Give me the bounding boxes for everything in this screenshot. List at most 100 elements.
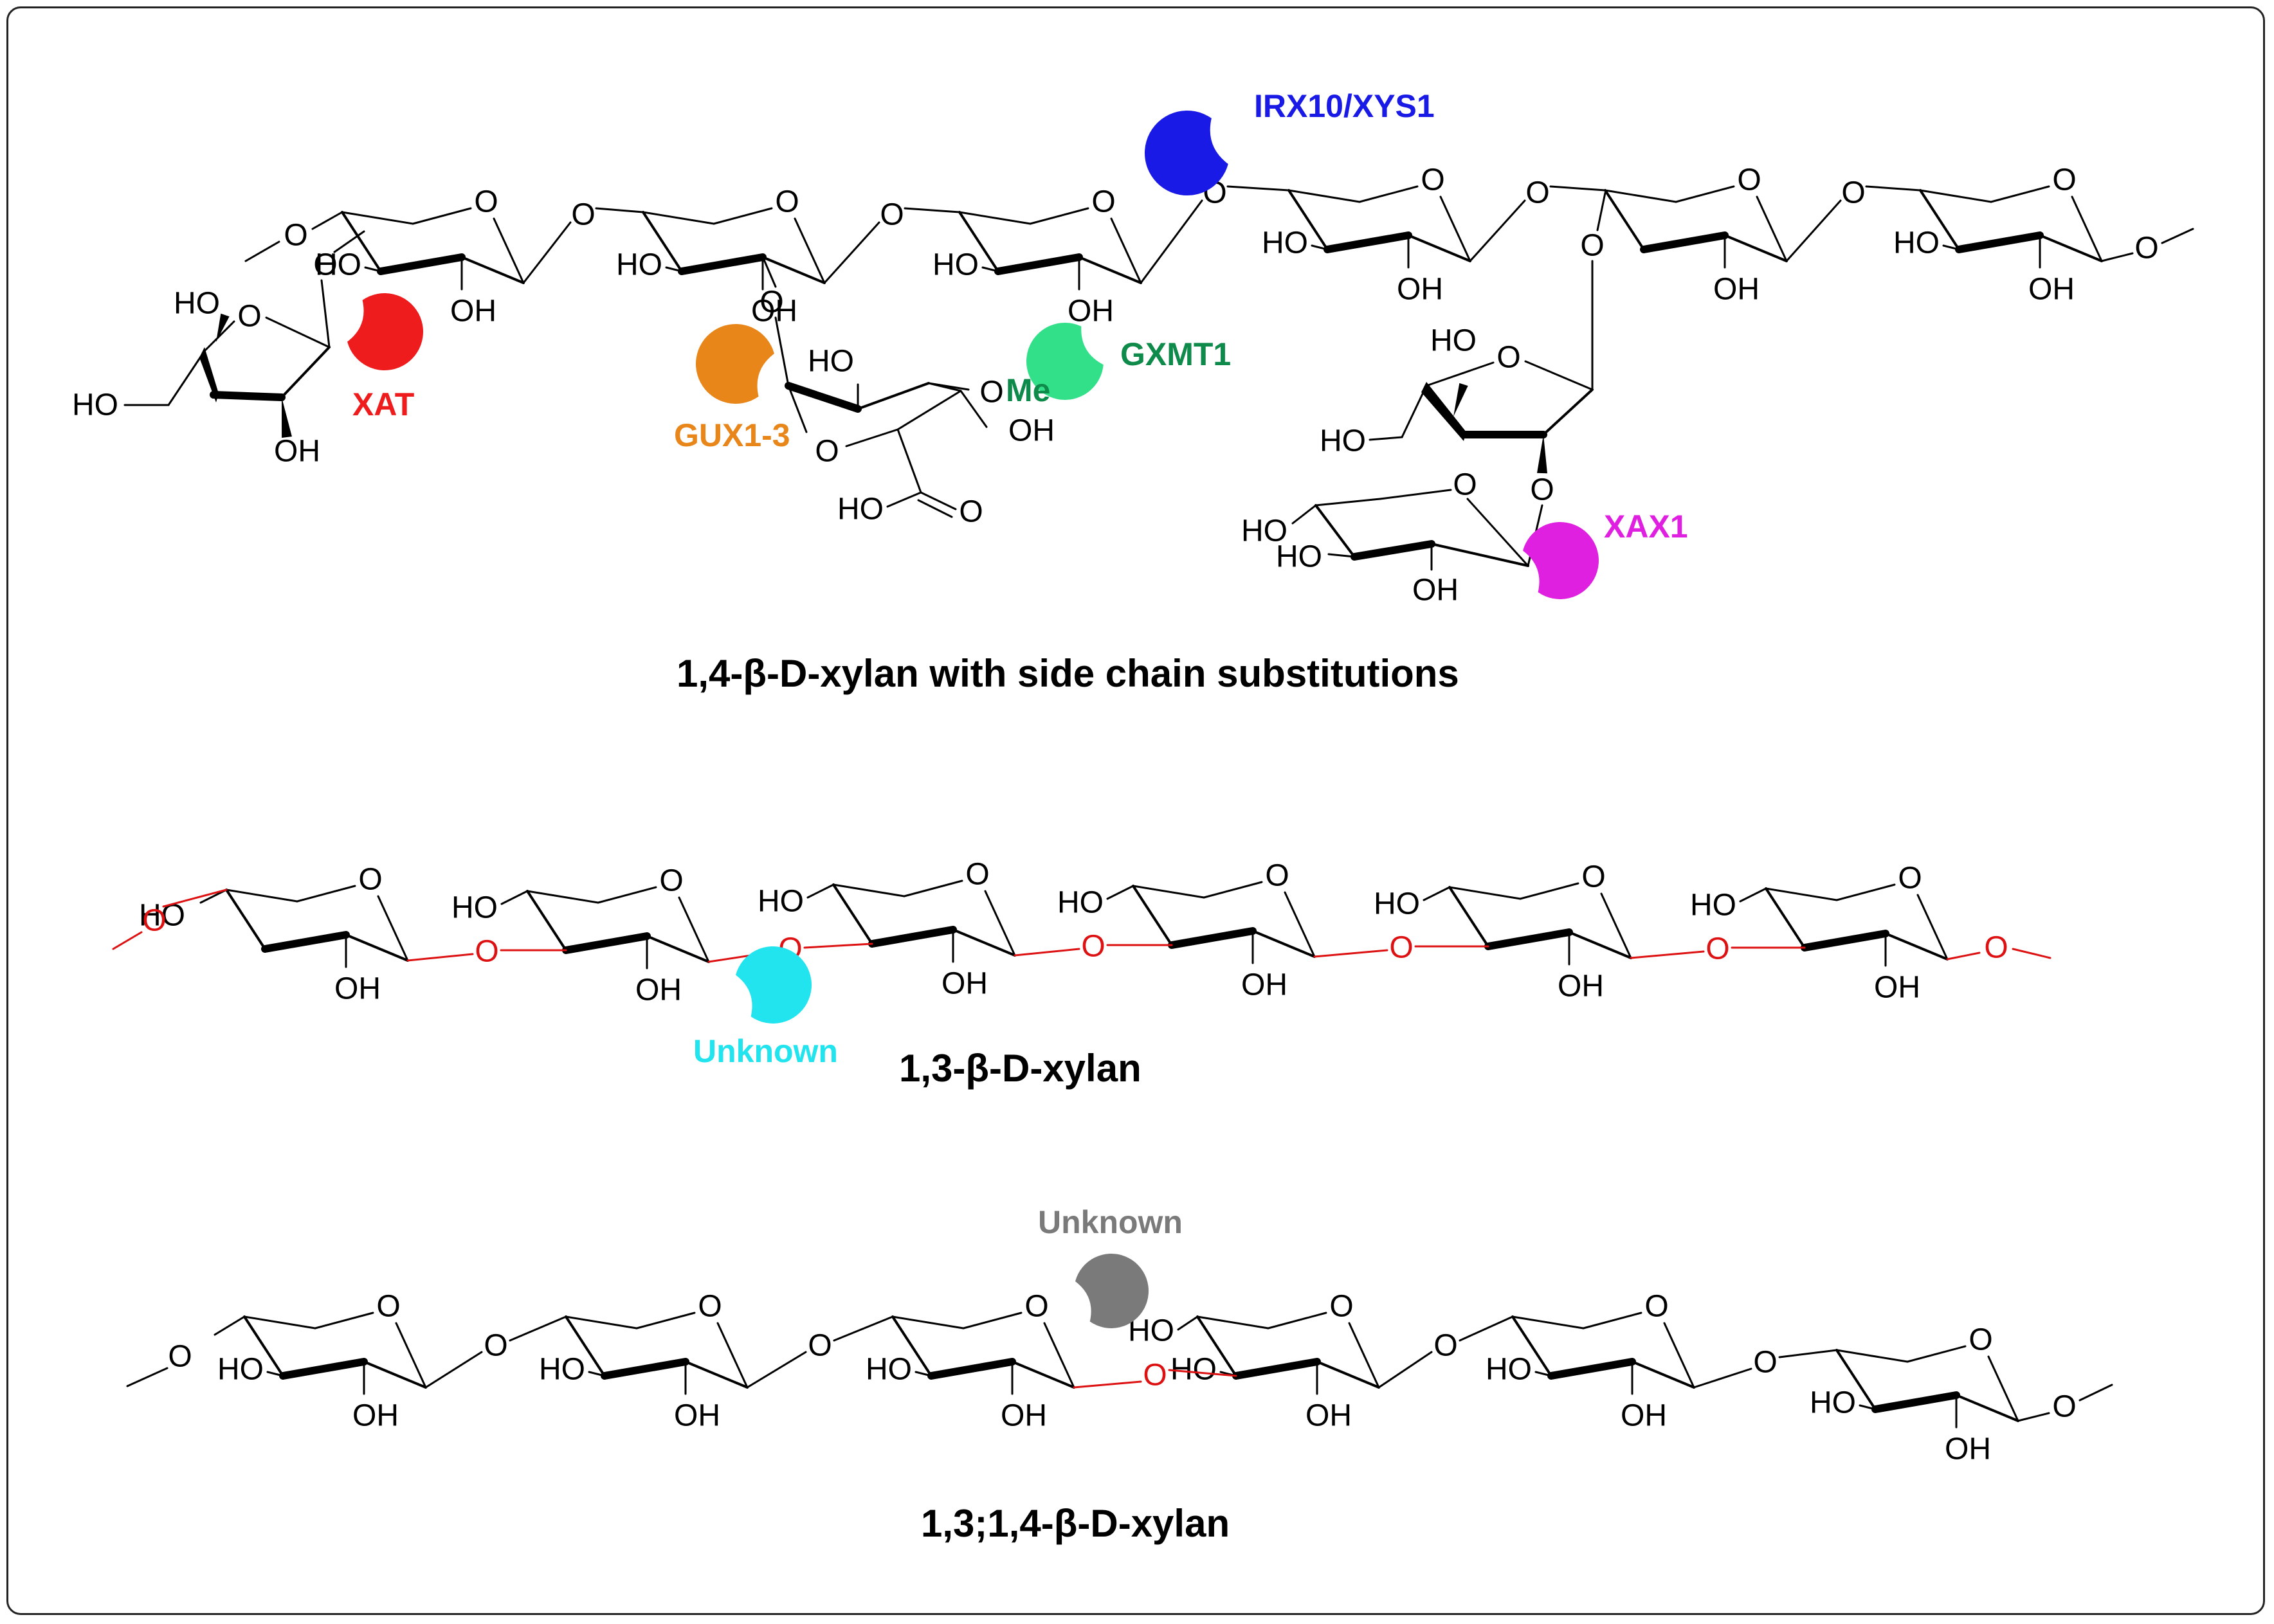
ring-oxygen: O — [698, 1290, 722, 1324]
c2-hydroxyl: OH — [2028, 273, 2075, 307]
ring-bond — [952, 928, 1016, 957]
enzyme-xat-label: XAT — [352, 386, 414, 422]
ring-bond — [1316, 1360, 1380, 1389]
c3-wedge — [216, 313, 230, 342]
ring-bond — [1919, 189, 1992, 203]
ring-bond — [927, 382, 962, 392]
ring-bond — [1631, 1360, 1695, 1389]
ring-bond — [395, 1322, 427, 1389]
c3-wedge — [1453, 383, 1468, 417]
c2-hydroxyl: OH — [1068, 294, 1114, 329]
ring-bond — [1251, 930, 1316, 958]
ring-oxygen: O — [1644, 1290, 1668, 1324]
c3-hydroxyl: HO — [315, 248, 361, 282]
ring-bond-bold — [1547, 1358, 1636, 1380]
hydroxyl-bond — [1942, 244, 1960, 251]
carbonyl-oxygen: O — [959, 495, 983, 529]
ring-bond — [412, 207, 472, 225]
ring-oxygen: O — [1091, 185, 1115, 219]
c3-hydroxyl: HO — [1170, 1353, 1217, 1387]
ring-bond — [1407, 234, 1471, 262]
caption-1-3-xylan: 1,3-β-D-xylan — [899, 1047, 1142, 1090]
ring-bond — [635, 1312, 696, 1330]
c3-hydroxyl: HO — [616, 248, 662, 282]
carbonyl-bond — [917, 499, 953, 518]
hydroxyl-bond — [500, 890, 529, 905]
ring-bond — [265, 316, 331, 348]
ring-bond — [1884, 932, 1949, 961]
enzyme-irx10-shape — [1145, 111, 1228, 195]
caption-1-4-xylan: 1,4-β-D-xylan with side chain substituti… — [677, 652, 1459, 695]
ring-bond — [1439, 195, 1471, 262]
glycosidic-bond — [1469, 199, 1526, 262]
hydroxyl-bond — [1327, 553, 1356, 558]
hydroxyl-bond — [588, 1371, 606, 1377]
ring-bond — [1724, 234, 1788, 262]
ring-bond — [1519, 882, 1579, 900]
linkage-oxygen: O — [1580, 229, 1604, 263]
ring-bond — [1314, 498, 1381, 507]
glycosidic-bond — [833, 1315, 894, 1342]
hydroxyl-bond — [914, 1371, 932, 1377]
linkage-bond — [774, 316, 790, 387]
ring-bond — [1448, 886, 1489, 948]
ring-bond-bold — [1955, 231, 2044, 253]
glycosidic-bond — [823, 221, 880, 284]
ring-bond — [2039, 234, 2103, 262]
enzyme-irx10-xys1: IRX10/XYS1 — [1145, 88, 1435, 195]
glycosidic-bond — [1549, 185, 1606, 192]
ring-bond — [1765, 887, 1838, 901]
c2-hydroxyl: OH — [1397, 273, 1443, 307]
chain-start-bond — [112, 931, 143, 950]
linkage-bond — [763, 258, 777, 288]
ring-bond — [597, 886, 657, 904]
furanose-bond-bold — [199, 347, 219, 402]
c2-hydroxyl: OH — [352, 1399, 399, 1433]
ring-bond — [1568, 931, 1632, 959]
ring-bond — [832, 883, 905, 898]
ring-bond — [1078, 256, 1142, 284]
ring-bond — [984, 890, 1016, 957]
glycosidic-bond — [1693, 1367, 1752, 1389]
hydroxyl-bond — [1423, 886, 1451, 901]
figure-frame — [6, 6, 2265, 1615]
glycosidic-oxygen: O — [1841, 176, 1865, 210]
ring-bond — [341, 211, 414, 225]
ring-bond — [646, 935, 710, 963]
c3-hydroxyl: HO — [1893, 226, 1940, 260]
chain-start-bond — [162, 889, 228, 908]
enzyme-xax1-label: XAX1 — [1604, 509, 1688, 545]
ring-bond — [565, 1315, 638, 1330]
ch2-bond — [1369, 436, 1403, 441]
ring-bond — [1379, 489, 1452, 500]
glycosidic-bond — [406, 953, 474, 962]
furanose-oxygen: O — [237, 300, 261, 334]
glycosidic-bond — [1168, 1369, 1237, 1377]
chain-start-bond — [244, 240, 280, 262]
chain-start-bond — [311, 211, 343, 230]
ring-bond — [958, 211, 999, 273]
glycosidic-bond — [803, 943, 873, 949]
linkage-oxygen: O — [760, 285, 783, 320]
furanose-bond-bold — [1421, 382, 1466, 441]
ring-bond-bold — [1871, 1391, 1960, 1413]
carboxyl-bond — [896, 428, 922, 494]
glycosidic-oxygen: O — [1753, 1346, 1777, 1380]
ring-bond — [785, 382, 862, 413]
carboxyl-bond — [886, 491, 922, 508]
glycosidic-bond — [1459, 1315, 1514, 1342]
chain-start-oxygen: O — [168, 1340, 192, 1374]
enzyme-unknown-mixed-shape — [1075, 1253, 1149, 1328]
ring-bond — [526, 890, 567, 952]
ring-bond — [1314, 504, 1356, 558]
ring-bond — [296, 885, 356, 903]
ring-oxygen: O — [1969, 1323, 1992, 1357]
ring-bond-bold — [261, 931, 350, 953]
ring-bond — [1604, 189, 1645, 251]
glycosidic-bond — [1226, 185, 1290, 192]
c2-hydroxyl: OH — [635, 973, 682, 1007]
glycosidic-bond — [522, 221, 572, 284]
ring-bond-bold — [1640, 231, 1729, 253]
